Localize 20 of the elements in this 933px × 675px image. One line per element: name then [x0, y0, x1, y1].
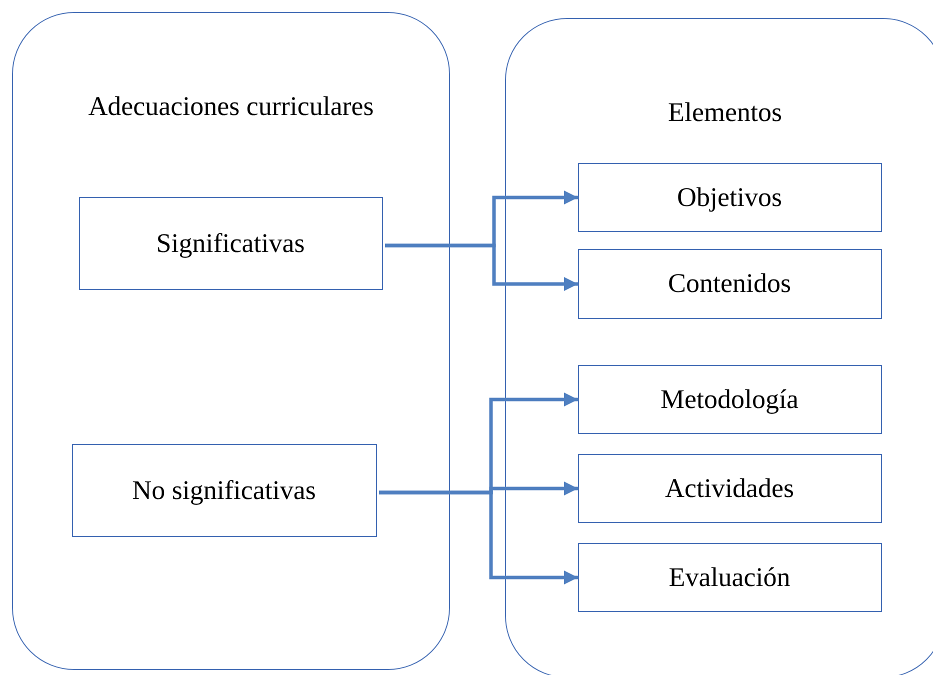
box-label: Contenidos: [666, 266, 792, 300]
group-panel: [505, 18, 933, 675]
process-box: [578, 364, 882, 434]
panel-heading: Adecuaciones curriculares: [87, 90, 375, 123]
box-label: Metodología: [660, 382, 800, 416]
connector-arrow: [379, 490, 578, 584]
box-label: Actividades: [664, 472, 795, 504]
process-box: [578, 454, 882, 522]
process-box: [578, 162, 882, 232]
box-label: No significativas: [131, 474, 317, 507]
process-box: [578, 248, 882, 318]
panel-heading: Elementos: [667, 96, 783, 129]
connector-arrow: [385, 244, 578, 291]
process-box: [578, 542, 882, 612]
box-label: Evaluación: [668, 560, 792, 594]
box-label: Significativas: [155, 226, 306, 260]
process-box: [78, 196, 382, 290]
group-panel: [12, 12, 450, 670]
process-box: [72, 444, 376, 536]
box-label: Objetivos: [676, 180, 783, 214]
